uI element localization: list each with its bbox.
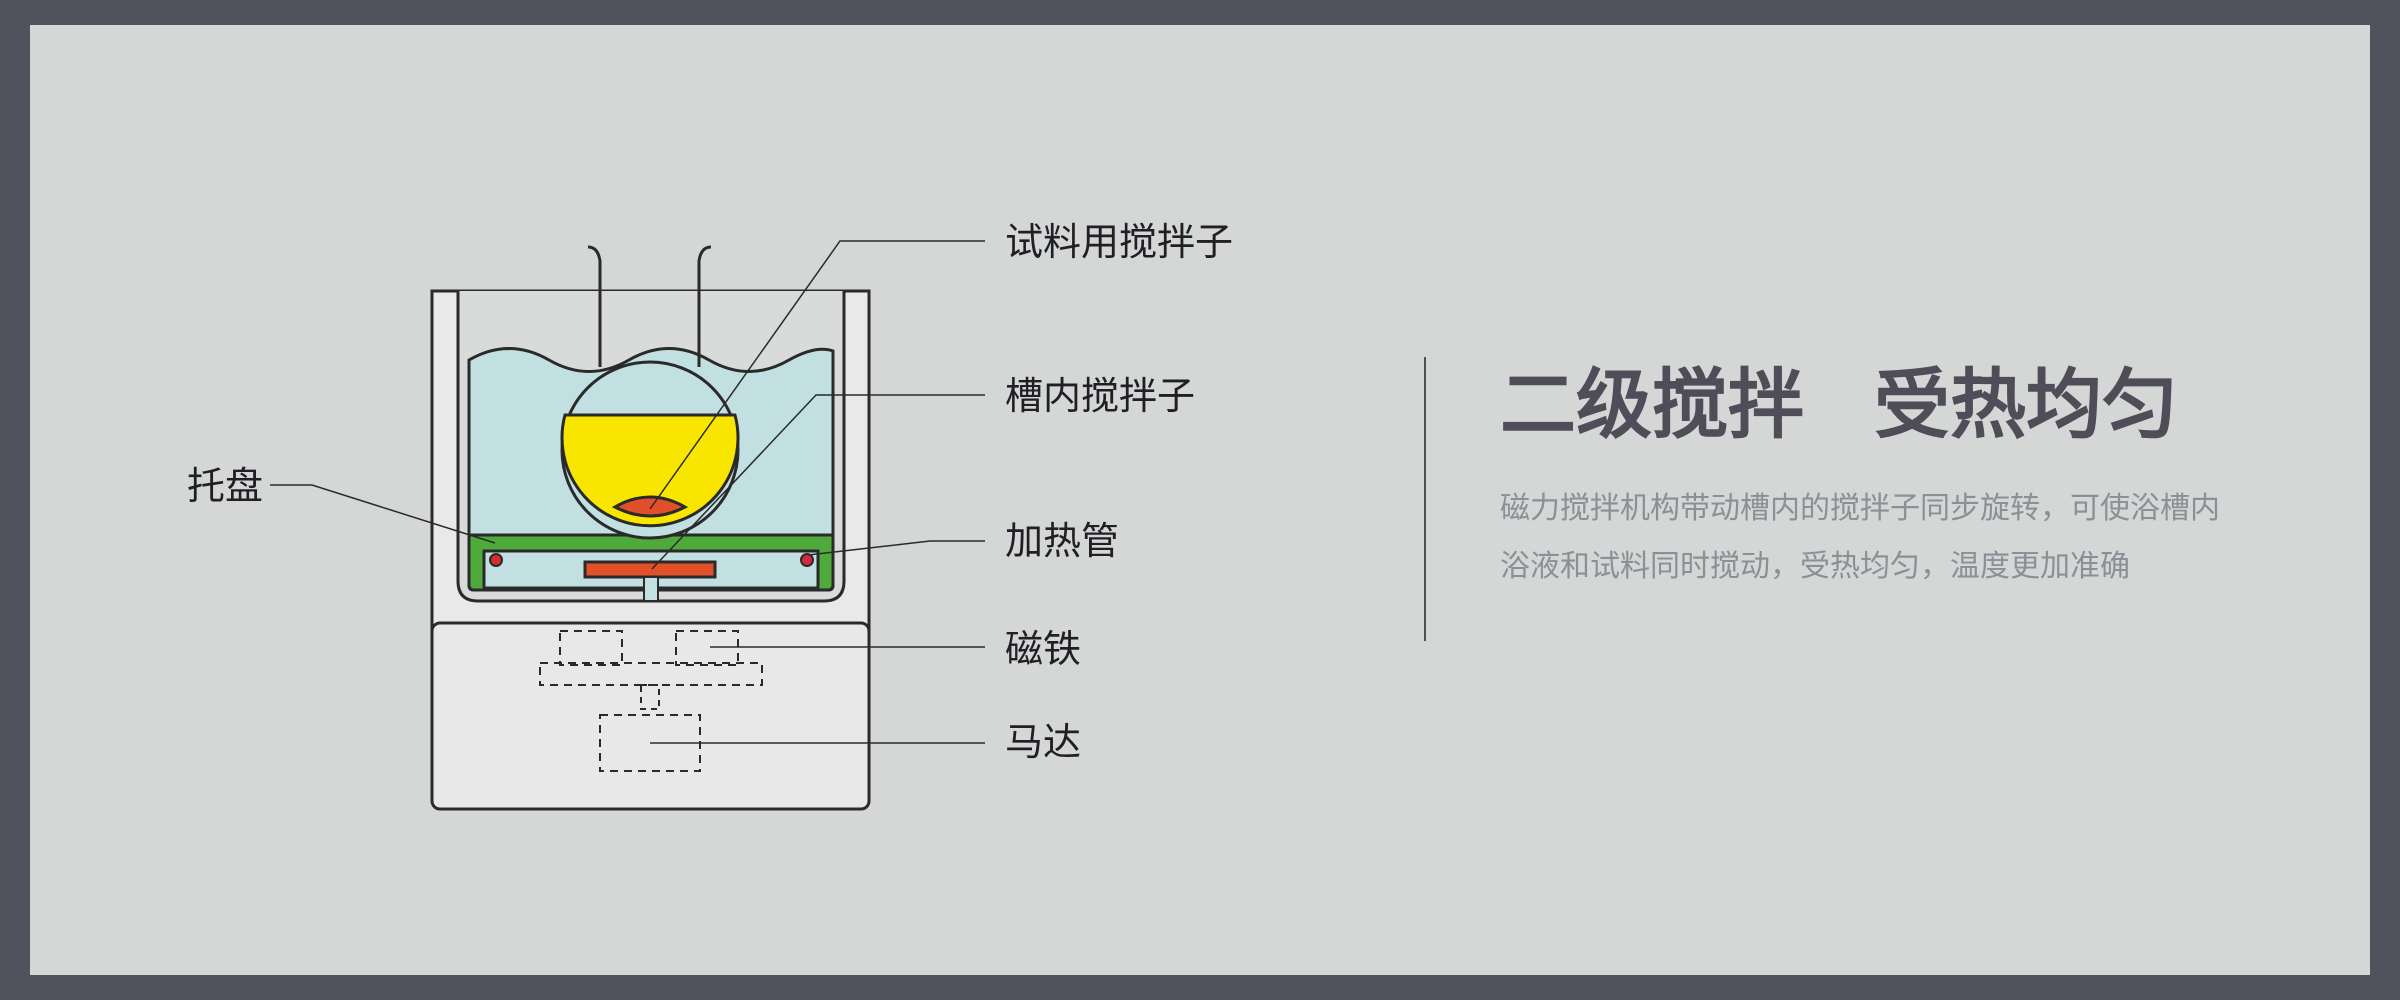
leader-tray xyxy=(270,484,496,544)
label-sample-stirrer: 试料用搅拌子 xyxy=(1005,220,1234,264)
heating-tube-left xyxy=(489,553,503,567)
label-motor: 马达 xyxy=(1005,720,1082,764)
feature-title-part1: 二级搅拌 xyxy=(1500,360,1804,449)
label-heating-tube: 加热管 xyxy=(1005,519,1120,563)
bath-stirrer-bar xyxy=(583,560,717,579)
flask-neck-right xyxy=(697,245,712,367)
magnet-left xyxy=(559,630,623,666)
heating-tube-right xyxy=(800,553,814,567)
magnet-right xyxy=(675,630,739,666)
divider-line xyxy=(1424,357,1426,641)
feature-description: 磁力搅拌机构带动槽内的搅拌子同步旋转，可使浴槽内浴液和试料同时搅动，受热均匀，温… xyxy=(1500,491,2220,584)
leader-bath-stirrer xyxy=(651,394,985,570)
leader-sample-stirrer xyxy=(649,240,985,510)
label-bath-stirrer: 槽内搅拌子 xyxy=(1005,374,1196,418)
magnet-plate xyxy=(539,662,763,686)
label-magnet: 磁铁 xyxy=(1005,627,1082,671)
feature-title-part2: 受热均匀 xyxy=(1874,360,2178,449)
motor-shaft xyxy=(640,684,660,710)
leader-heating-tube xyxy=(807,540,985,556)
sample-liquid xyxy=(560,413,740,528)
label-tray: 托盘 xyxy=(187,464,264,508)
content-panel: 试料用搅拌子 槽内搅拌子 托盘 加热管 磁铁 马达 二级搅拌受热均匀 磁力搅拌机… xyxy=(30,25,2370,975)
flask-neck-left xyxy=(587,245,602,367)
feature-title: 二级搅拌受热均匀 xyxy=(1500,367,2178,443)
stirrer-diagram xyxy=(270,240,985,811)
stirrer-post xyxy=(643,576,659,602)
base-housing xyxy=(430,621,871,811)
sample-stirrer xyxy=(611,495,689,518)
